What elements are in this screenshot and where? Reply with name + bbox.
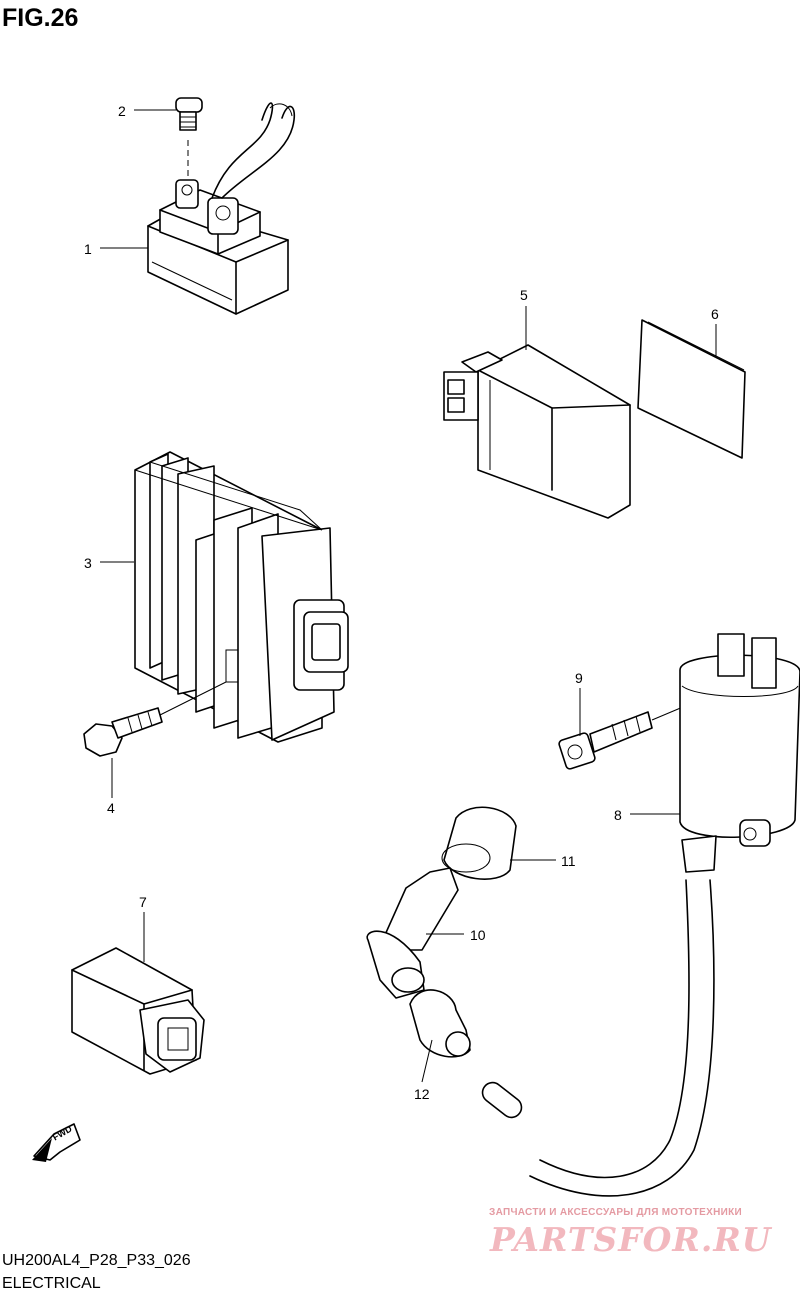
part-8-ignition-coil [481, 633, 800, 1197]
figure-code: UH200AL4_P28_P33_026 [2, 1252, 191, 1269]
part-9-bolt [558, 703, 691, 770]
figure-title: FIG.26 [2, 4, 79, 32]
callout-7: 7 [139, 894, 147, 910]
callout-5: 5 [520, 287, 528, 303]
callout-2: 2 [118, 103, 126, 119]
part-4-bolt [83, 707, 163, 757]
part-1-relay [147, 102, 296, 315]
callout-12: 12 [414, 1086, 430, 1102]
callout-4: 4 [107, 800, 115, 816]
part-2-bolt [175, 97, 203, 182]
callout-8: 8 [614, 807, 622, 823]
callout-3: 3 [84, 555, 92, 571]
part-7-coupler [71, 947, 205, 1075]
callout-6: 6 [711, 306, 719, 322]
callout-1: 1 [84, 241, 92, 257]
part-12-boot [409, 989, 471, 1058]
callout-11: 11 [561, 853, 576, 869]
part-6-pad [637, 319, 746, 459]
watermark-brand: PARTSFOR.RU [490, 1220, 772, 1259]
part-11-cap [441, 806, 517, 880]
callout-10: 10 [470, 927, 486, 943]
callout-9: 9 [575, 670, 583, 686]
part-3-regulator [129, 451, 349, 743]
watermark-tagline: ЗАПЧАСТИ И АКСЕССУАРЫ ДЛЯ МОТОТЕХНИКИ [489, 1207, 742, 1218]
leader-lines [100, 109, 717, 1083]
part-5-ecm [443, 344, 631, 519]
figure-name: ELECTRICAL [2, 1275, 101, 1292]
part-10-plug-cap [366, 867, 459, 999]
fwd-arrow-icon [32, 1123, 81, 1162]
